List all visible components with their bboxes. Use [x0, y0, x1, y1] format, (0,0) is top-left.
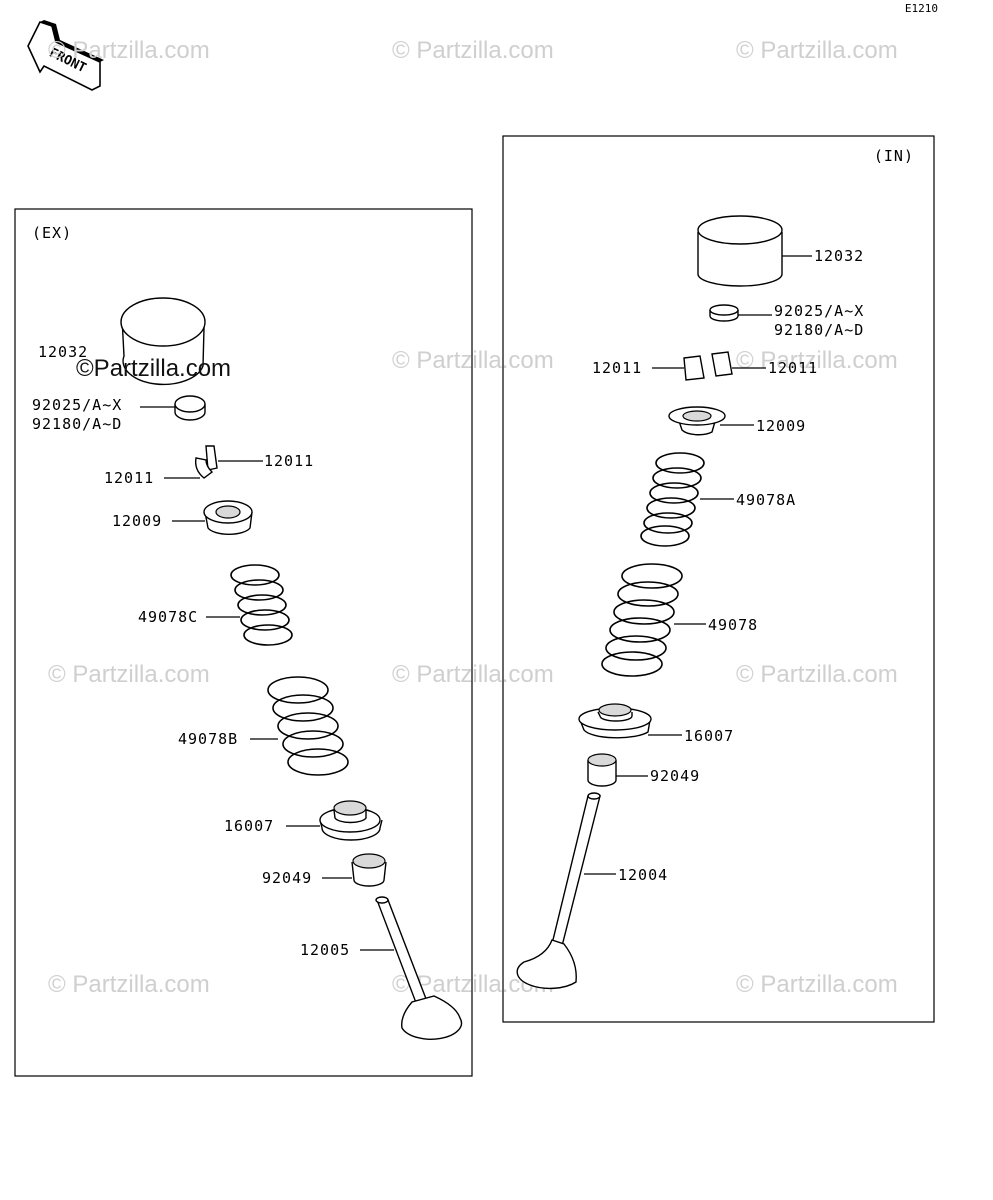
- in-label-12009: 12009: [756, 417, 806, 435]
- ex-label-16007: 16007: [224, 817, 274, 835]
- watermark-1: © Partzilla.com: [48, 37, 210, 64]
- ex-shim: [174, 395, 206, 421]
- diagram-code: E1210: [905, 2, 938, 15]
- watermark-11: © Partzilla.com: [736, 971, 898, 998]
- in-valve: [516, 792, 601, 990]
- in-label-12032: 12032: [814, 247, 864, 265]
- in-shim: [709, 304, 739, 322]
- watermark-6: © Partzilla.com: [48, 661, 210, 688]
- ex-outer-spring: [267, 676, 349, 776]
- ex-panel-title: (EX): [32, 224, 72, 242]
- in-tappet: [697, 215, 783, 287]
- ex-spring-seat: [319, 800, 383, 841]
- in-label-16007: 16007: [684, 727, 734, 745]
- in-spring-retainer: [668, 406, 726, 436]
- watermark-5: © Partzilla.com: [736, 347, 898, 374]
- watermark-overlay: ©Partzilla.com: [76, 355, 231, 382]
- in-label-92180: 92180/A~D: [774, 321, 864, 339]
- ex-keepers: [194, 445, 218, 479]
- watermark-9: © Partzilla.com: [48, 971, 210, 998]
- ex-label-49078C: 49078C: [138, 608, 198, 626]
- in-label-92049: 92049: [650, 767, 700, 785]
- in-outer-spring: [601, 563, 683, 677]
- ex-valve: [375, 896, 463, 1040]
- ex-label-12032: 12032: [38, 343, 88, 361]
- in-label-12011-right: 12011: [768, 359, 818, 377]
- in-panel-title: (IN): [874, 147, 914, 165]
- watermark-3: © Partzilla.com: [736, 37, 898, 64]
- in-label-12011-left: 12011: [592, 359, 642, 377]
- ex-label-12011-right: 12011: [264, 452, 314, 470]
- ex-spring-retainer: [203, 500, 253, 535]
- ex-label-12005: 12005: [300, 941, 350, 959]
- ex-label-12009: 12009: [112, 512, 162, 530]
- watermarks: © Partzilla.com © Partzilla.com © Partzi…: [48, 37, 898, 998]
- in-spring-seat: [578, 703, 652, 739]
- ex-label-49078B: 49078B: [178, 730, 238, 748]
- ex-tappet: [120, 297, 206, 386]
- in-stem-seal: [587, 753, 617, 787]
- watermark-2: © Partzilla.com: [392, 37, 554, 64]
- ex-stem-seal: [351, 853, 387, 887]
- watermark-8: © Partzilla.com: [736, 661, 898, 688]
- in-label-12004: 12004: [618, 866, 668, 884]
- in-label-49078: 49078: [708, 616, 758, 634]
- in-label-49078A: 49078A: [736, 491, 796, 509]
- in-panel: (IN) 12032 92025/A~X 92180/A~D 12011 120…: [502, 135, 935, 1023]
- ex-panel: (EX) 12032 ©Partzilla.com 92025/A~X 9218…: [14, 208, 473, 1077]
- in-label-92025: 92025/A~X: [774, 302, 864, 320]
- ex-label-92180: 92180/A~D: [32, 415, 122, 433]
- ex-label-92049: 92049: [262, 869, 312, 887]
- watermark-4: © Partzilla.com: [392, 347, 554, 374]
- watermark-7: © Partzilla.com: [392, 661, 554, 688]
- ex-label-92025: 92025/A~X: [32, 396, 122, 414]
- ex-inner-spring: [230, 564, 293, 646]
- ex-label-12011-left: 12011: [104, 469, 154, 487]
- in-inner-spring: [640, 452, 705, 547]
- front-arrow-icon: FRONT: [27, 20, 104, 91]
- in-keepers: [683, 351, 733, 381]
